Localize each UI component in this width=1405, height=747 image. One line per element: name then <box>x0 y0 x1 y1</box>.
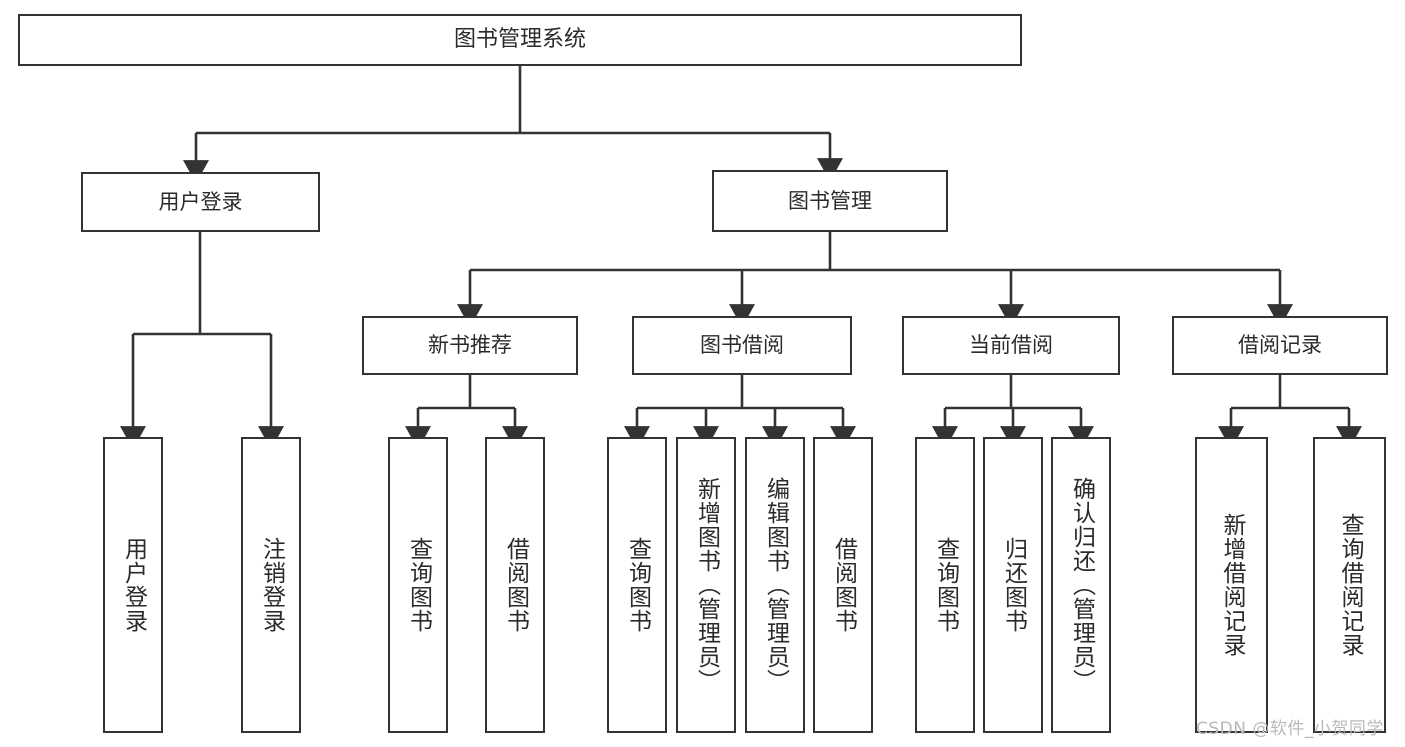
node-leaf-user-login-label: 用户登录 <box>120 537 147 633</box>
node-leaf-query-record[interactable]: 查询借阅记录 <box>1313 437 1386 733</box>
node-book-borrow-label: 图书借阅 <box>700 333 784 358</box>
node-current-borrow-label: 当前借阅 <box>969 333 1053 358</box>
node-leaf-confirm-return[interactable]: 确认归还（管理员） <box>1051 437 1111 733</box>
node-leaf-edit-book[interactable]: 编辑图书（管理员） <box>745 437 805 733</box>
node-current-borrow[interactable]: 当前借阅 <box>902 316 1120 375</box>
node-new-book-rec[interactable]: 新书推荐 <box>362 316 578 375</box>
node-leaf-add-record[interactable]: 新增借阅记录 <box>1195 437 1268 733</box>
node-leaf-query-book-3[interactable]: 查询图书 <box>915 437 975 733</box>
node-leaf-add-book-label: 新增图书（管理员） <box>693 477 720 693</box>
node-leaf-borrow-book-1-label: 借阅图书 <box>502 537 529 633</box>
node-leaf-query-book-2-label: 查询图书 <box>624 537 651 633</box>
node-borrow-record[interactable]: 借阅记录 <box>1172 316 1388 375</box>
node-leaf-query-book-2[interactable]: 查询图书 <box>607 437 667 733</box>
node-new-book-rec-label: 新书推荐 <box>428 333 512 358</box>
node-leaf-user-logout[interactable]: 注销登录 <box>241 437 301 733</box>
node-leaf-query-book-1-label: 查询图书 <box>405 537 432 633</box>
node-user-login-label: 用户登录 <box>158 189 243 214</box>
node-root-label: 图书管理系统 <box>453 27 586 53</box>
node-leaf-borrow-book-1[interactable]: 借阅图书 <box>485 437 545 733</box>
node-root[interactable]: 图书管理系统 <box>18 14 1022 66</box>
node-leaf-user-logout-label: 注销登录 <box>258 537 285 633</box>
node-leaf-add-record-label: 新增借阅记录 <box>1219 513 1245 657</box>
node-leaf-borrow-book-2[interactable]: 借阅图书 <box>813 437 873 733</box>
node-book-borrow[interactable]: 图书借阅 <box>632 316 852 375</box>
node-user-login[interactable]: 用户登录 <box>81 172 320 232</box>
node-leaf-user-login[interactable]: 用户登录 <box>103 437 163 733</box>
node-leaf-edit-book-label: 编辑图书（管理员） <box>762 477 789 693</box>
node-leaf-confirm-return-label: 确认归还（管理员） <box>1068 477 1095 693</box>
node-leaf-return-book-label: 归还图书 <box>1000 537 1027 633</box>
node-leaf-query-record-label: 查询借阅记录 <box>1337 513 1363 657</box>
node-book-manage-label: 图书管理 <box>788 188 872 213</box>
node-leaf-query-book-1[interactable]: 查询图书 <box>388 437 448 733</box>
node-leaf-return-book[interactable]: 归还图书 <box>983 437 1043 733</box>
node-leaf-add-book[interactable]: 新增图书（管理员） <box>676 437 736 733</box>
node-leaf-borrow-book-2-label: 借阅图书 <box>830 537 857 633</box>
node-leaf-query-book-3-label: 查询图书 <box>932 537 959 633</box>
node-book-manage[interactable]: 图书管理 <box>712 170 948 232</box>
node-borrow-record-label: 借阅记录 <box>1238 333 1322 358</box>
